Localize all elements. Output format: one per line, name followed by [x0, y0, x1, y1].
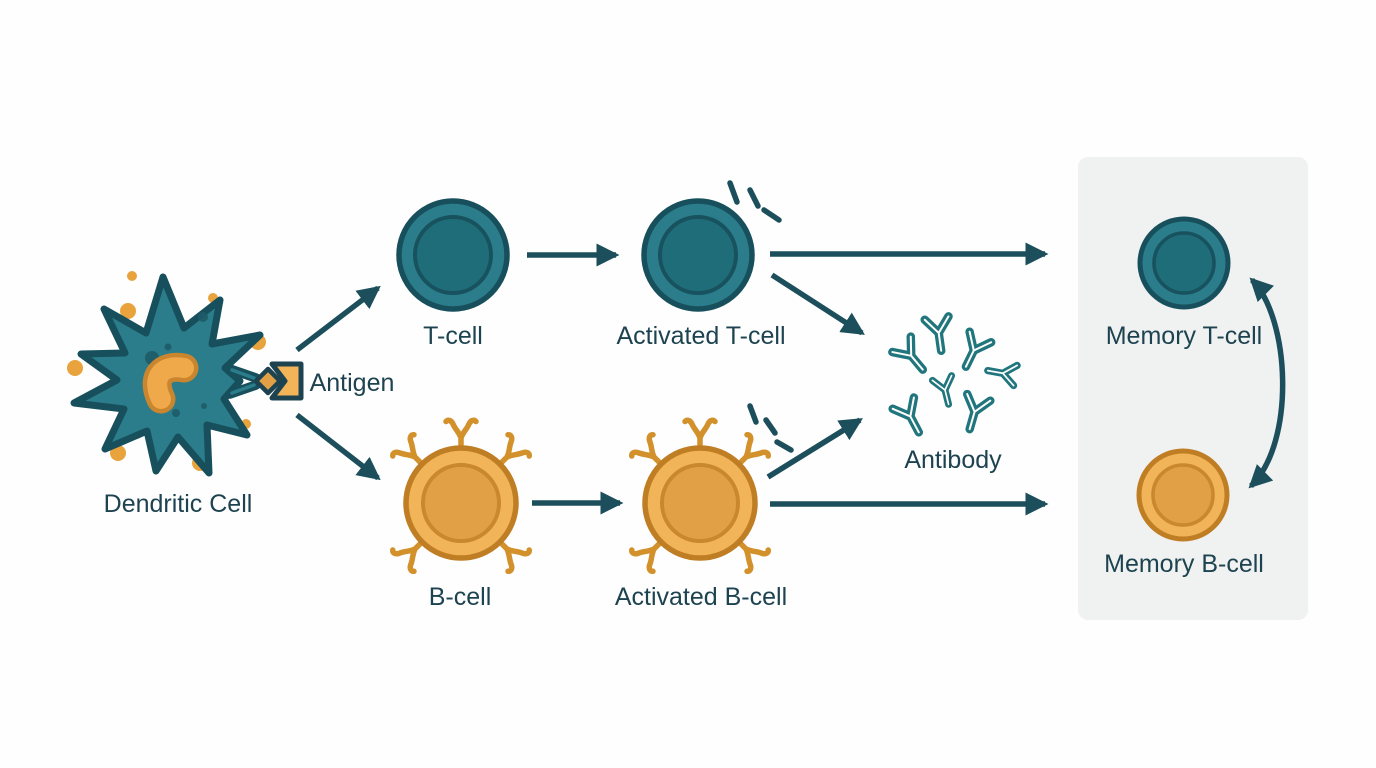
antigen-receptor-socket [269, 361, 304, 401]
arrow-antigen-to-t-cell [295, 285, 381, 353]
activated-b-cell [631, 403, 794, 572]
memory-t-cell-label: Memory T-cell [1106, 322, 1263, 350]
activation-burst-t [727, 180, 782, 223]
dendritic-cell-presenting-arm [225, 364, 261, 399]
arrow-memory-t-b-bidirectional [1248, 277, 1286, 489]
dendritic-cell-label: Dendritic Cell [104, 490, 253, 518]
activated-t-cell-label: Activated T-cell [616, 322, 785, 350]
memory-b-cell [1139, 451, 1227, 539]
arrow-activated-t-to-antibody [770, 272, 865, 336]
memory-b-cell-label: Memory B-cell [1104, 550, 1264, 578]
memory-cells-panel [1078, 157, 1308, 620]
activation-burst-b [747, 403, 794, 453]
antigen-label: Antigen [310, 369, 395, 397]
dendritic-cell-nucleus [142, 352, 199, 414]
activated-t-cell [644, 180, 782, 309]
memory-t-cell [1140, 219, 1228, 307]
activated-b-cell-label: Activated B-cell [615, 583, 787, 611]
antibody-cluster [892, 316, 1017, 438]
dendritic-cell-granules [145, 312, 208, 417]
t-cell [399, 201, 507, 309]
antibody-label: Antibody [904, 446, 1002, 474]
antigen-diamond [253, 366, 283, 396]
b-cell [392, 420, 530, 572]
b-cell-label: B-cell [429, 583, 492, 611]
t-cell-label: T-cell [423, 322, 483, 350]
arrow-antigen-to-b-cell [295, 412, 381, 481]
antigen-icon [253, 361, 304, 401]
arrow-activated-b-to-antibody [766, 417, 863, 480]
dendritic-cell [67, 271, 266, 477]
